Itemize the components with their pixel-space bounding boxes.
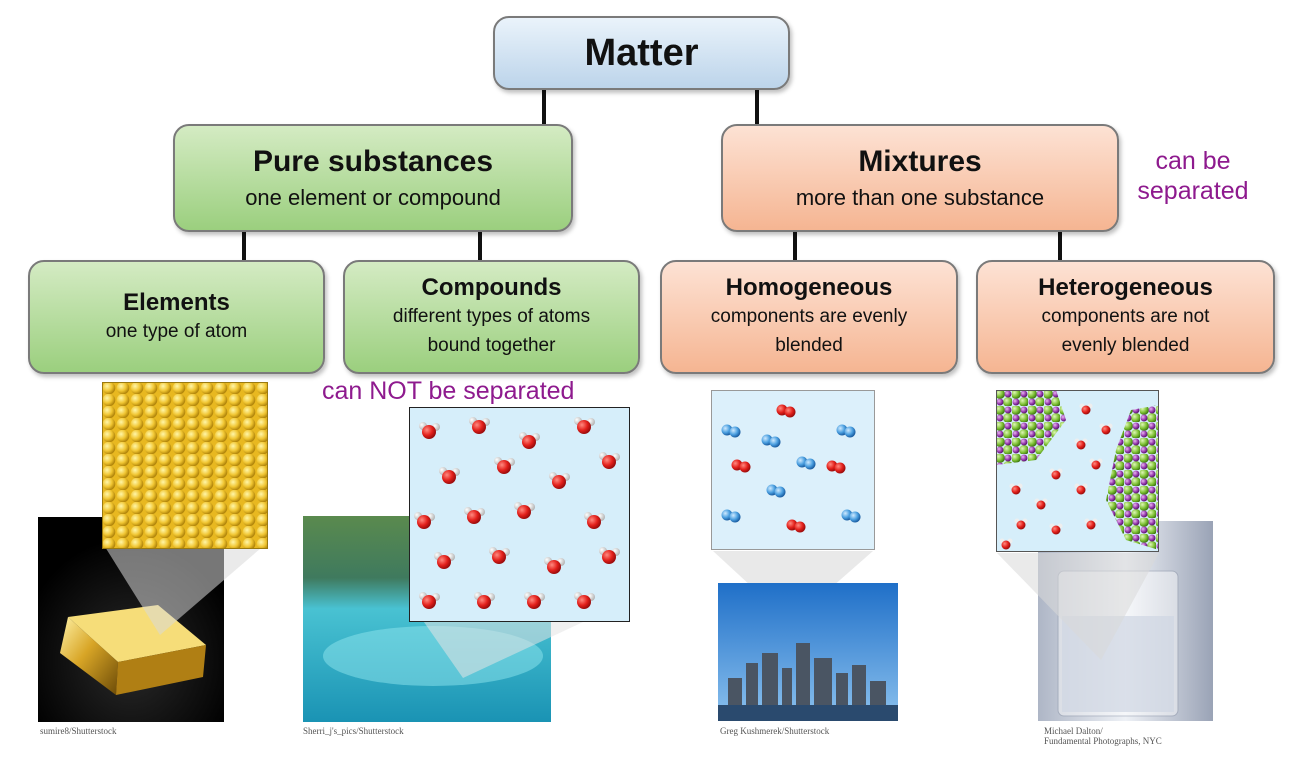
gold-photo-credit: sumire8/Shutterstock <box>40 726 117 736</box>
not-separable-note: can NOT be separated <box>322 377 575 405</box>
gold-atom-lattice <box>102 382 268 549</box>
separable-note-line2: separated <box>1137 177 1249 205</box>
elements-box: Elements one type of atom <box>28 260 325 374</box>
compounds-title: Compounds <box>421 274 562 301</box>
crystal-to-beaker-zoom <box>997 553 1159 660</box>
gold-to-lattice-zoom <box>102 542 268 635</box>
city-skyline-photo <box>718 583 898 721</box>
separable-note-line1: can be <box>1155 147 1231 175</box>
matter-title: Matter <box>584 31 699 74</box>
elements-title: Elements <box>123 288 230 316</box>
heterogeneous-desc-line2: evenly blended <box>1061 335 1190 356</box>
heterogeneous-desc-line1: components are not <box>1041 306 1210 327</box>
beaker-photo-credit-line2: Fundamental Photographs, NYC <box>1044 736 1162 746</box>
homogeneous-desc-line2: blended <box>775 335 843 356</box>
mixtures-desc: more than one substance <box>795 185 1045 210</box>
heterogeneous-box: Heterogeneous components are not evenly … <box>976 260 1275 374</box>
mixtures-title: Mixtures <box>858 145 982 178</box>
elements-desc: one type of atom <box>105 320 248 342</box>
pure-substances-title: Pure substances <box>252 145 494 178</box>
homogeneous-title: Homogeneous <box>725 274 893 301</box>
compounds-desc-line1: different types of atoms <box>392 306 591 327</box>
homogeneous-desc-line1: components are evenly <box>710 306 908 327</box>
city-photo-credit: Greg Kushmerek/Shutterstock <box>720 726 830 736</box>
pure-substances-box: Pure substances one element or compound <box>173 124 573 232</box>
separable-note: can be separated <box>1118 146 1268 206</box>
compounds-box: Compounds different types of atoms bound… <box>343 260 640 374</box>
pure-substances-desc: one element or compound <box>245 185 501 210</box>
water-molecules <box>409 407 630 622</box>
gas-molecules <box>711 390 875 550</box>
mixtures-box: Mixtures more than one substance <box>721 124 1119 232</box>
beaker-photo-credit-line1: Michael Dalton/ <box>1044 726 1103 736</box>
compounds-desc-line2: bound together <box>427 335 556 356</box>
homogeneous-box: Homogeneous components are evenly blende… <box>660 260 958 374</box>
beaker-photo-credit: Michael Dalton/ Fundamental Photographs,… <box>1044 726 1162 746</box>
matter-box: Matter <box>493 16 790 90</box>
salt-crystal-molecules <box>996 390 1159 552</box>
heterogeneous-title: Heterogeneous <box>1038 274 1213 301</box>
water-photo-credit: Sherri_j's_pics/Shutterstock <box>303 726 404 736</box>
